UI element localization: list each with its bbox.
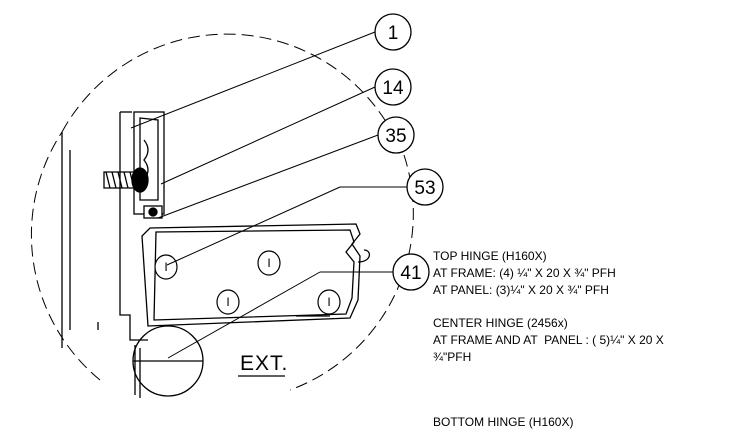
screw-hole-label: I — [267, 256, 270, 270]
top-hinge-frame-spec: AT FRAME: (4) ¼" X 20 X ¾" PFH — [433, 266, 616, 280]
door-panel — [141, 223, 370, 327]
leader-lines — [130, 31, 407, 359]
callout-14: 14 — [374, 68, 412, 106]
center-hinge-title: CENTER HINGE (2456x) — [433, 316, 568, 330]
screw-hole-label: I — [327, 295, 330, 309]
top-hinge-panel-spec: AT PANEL: (3)¼" X 20 X ¾" PFH — [433, 283, 609, 297]
screw — [103, 167, 149, 193]
exterior-label: EXT. — [240, 352, 288, 375]
screw-hole-marker: I — [216, 289, 240, 315]
bottom-round-part — [132, 325, 204, 398]
bottom-hinge-title: BOTTOM HINGE (H160X) — [433, 415, 574, 429]
screw-hole-markers: I I I I — [154, 250, 341, 315]
callout-53: 53 — [406, 168, 444, 206]
callout-14-label: 14 — [382, 78, 404, 99]
callout-1-label: 1 — [388, 23, 399, 44]
top-hinge-title: TOP HINGE (H160X) — [433, 249, 547, 263]
callout-41: 41 — [392, 253, 430, 291]
callout-1: 1 — [374, 13, 412, 51]
detail-boundary-circle — [30, 33, 414, 391]
screw-hole-marker: I — [154, 254, 178, 280]
frame-hinge-leaf — [133, 111, 165, 215]
center-hinge-spec-line2: ¾"PFH — [433, 350, 472, 364]
hinge-knuckle — [143, 205, 163, 219]
screw-hole-label: I — [226, 295, 229, 309]
screw-hole-marker: I — [257, 250, 281, 276]
screw-hole-marker: I — [317, 289, 341, 315]
center-hinge-spec-line1: AT FRAME AND AT PANEL : ( 5)¼" X 20 X — [433, 333, 664, 347]
callout-35-label: 35 — [385, 126, 406, 147]
callout-35: 35 — [377, 116, 415, 154]
frame-jamb — [61, 111, 148, 348]
screw-hole-label: I — [164, 260, 167, 274]
callout-41-label: 41 — [400, 263, 421, 284]
callout-53-label: 53 — [414, 178, 435, 199]
